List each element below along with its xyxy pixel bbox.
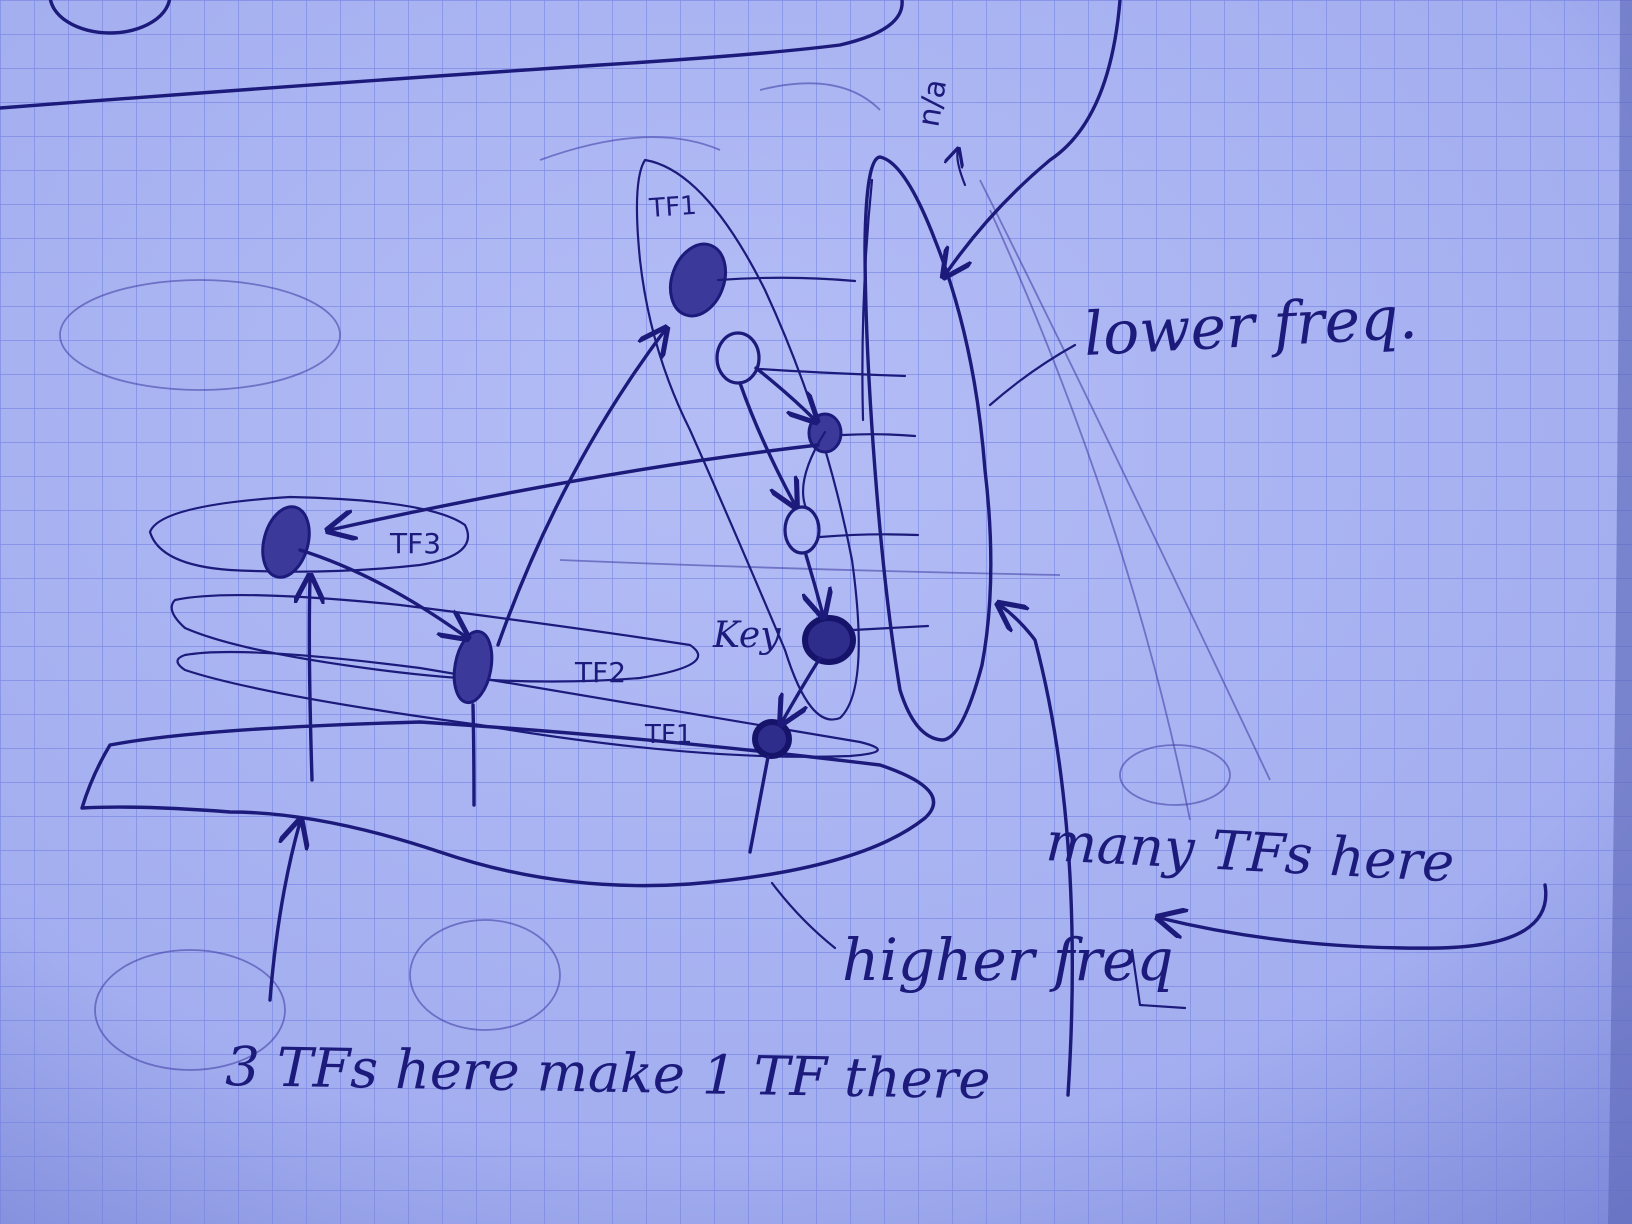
key-label: Key [712,615,781,656]
three-tfs-label: 3 TFs here make 1 TF there [225,1035,991,1111]
key-node [802,615,856,665]
connections [300,276,930,854]
corner-note: n/a [911,77,954,130]
higher-freq-region [80,720,936,888]
incoming-arrow-top [945,0,1122,275]
node-lower [783,505,821,555]
top-left-circle [48,0,172,35]
node-upper [715,331,761,385]
higher-freq-label: higher freq [842,926,1174,994]
page-edge [1608,0,1632,1224]
lower-freq-leader [988,343,1077,407]
higher-freq-bracket [1130,948,1187,1010]
lower-freq-region [863,155,993,742]
tf1-pathway-ellipse [635,158,860,721]
three-tfs-arrow [268,822,300,1002]
many-tfs-bracket [1160,883,1548,950]
top-curve [0,0,904,110]
top-tick-arrow [957,150,967,187]
bleed-through-marks [59,82,1271,1071]
tf1-top-label: TF1 [647,191,697,224]
tf3-ellipse [148,495,470,573]
tf2-ellipse-lower [176,650,879,758]
tf3-node [261,505,311,579]
higher-freq-leader [770,881,837,950]
tf2-ellipse [170,593,700,683]
tf2-label: TF2 [574,656,626,689]
tf2-node [452,629,494,705]
tf1-lower-label: TF1 [644,720,692,750]
tf1-node-top [668,242,728,318]
lower-freq-region-inner [861,178,874,422]
one-tf-arrow [1000,605,1074,1097]
tf3-label: TF3 [389,527,441,560]
lower-freq-label: lower freq. [1082,283,1419,370]
tf1-node-lower [752,719,792,759]
